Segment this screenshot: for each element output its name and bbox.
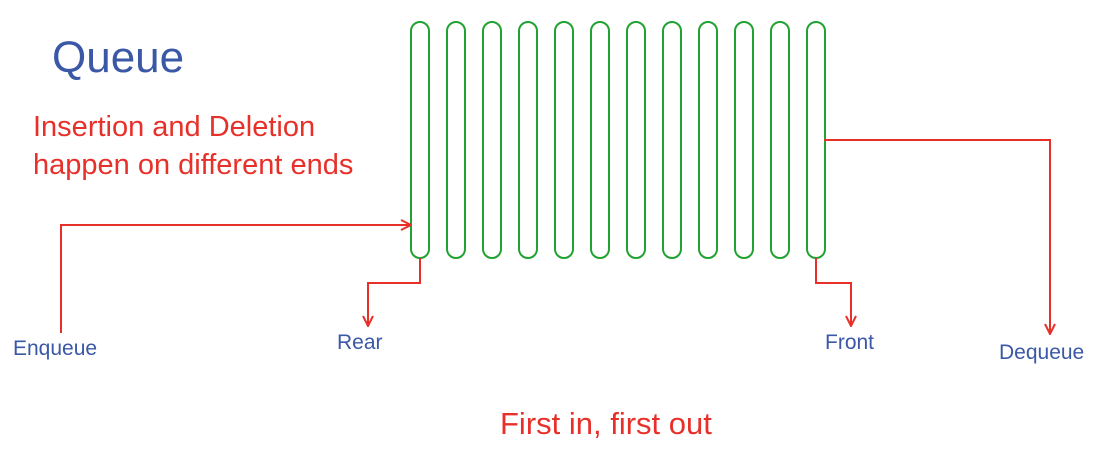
queue-slots: [410, 21, 826, 259]
diagram-title: Queue: [52, 33, 185, 82]
queue-slot: [698, 21, 718, 259]
dequeue-arrow: [824, 139, 1050, 334]
front-label: Front: [825, 331, 875, 354]
queue-slot: [518, 21, 538, 259]
description-text: Insertion and Deletion happen on differe…: [33, 108, 353, 184]
queue-slot: [662, 21, 682, 259]
fifo-caption: First in, first out: [500, 406, 712, 441]
queue-slot: [626, 21, 646, 259]
rear-label: Rear: [337, 331, 383, 354]
queue-slot: [770, 21, 790, 259]
dequeue-label: Dequeue: [999, 341, 1085, 364]
front-pointer-arrow: [815, 258, 851, 326]
rear-pointer-arrow: [368, 258, 421, 326]
queue-slot: [410, 21, 430, 259]
queue-slot: [734, 21, 754, 259]
queue-slot: [590, 21, 610, 259]
queue-slot: [554, 21, 574, 259]
description-line-1: Insertion and Deletion: [33, 111, 316, 143]
enqueue-arrow: [60, 225, 411, 333]
queue-slot: [482, 21, 502, 259]
description-line-2: happen on different ends: [33, 149, 354, 181]
enqueue-label: Enqueue: [13, 337, 98, 360]
queue-slot: [806, 21, 826, 259]
queue-slot: [446, 21, 466, 259]
